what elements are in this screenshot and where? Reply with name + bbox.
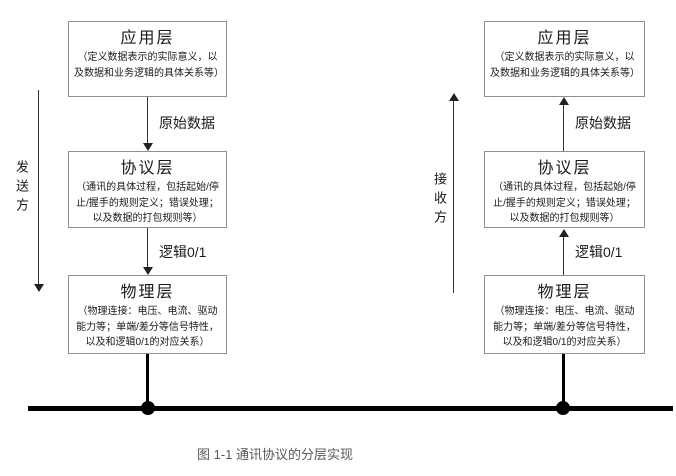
figure-caption: 图 1-1 通讯协议的分层实现 bbox=[196, 447, 353, 462]
layer-description: （定义数据表示的实际意义，以及数据和业务逻辑的具体关系等） bbox=[74, 52, 224, 79]
sender-role-label: 发送方 bbox=[14, 160, 29, 217]
arrow-down-icon bbox=[143, 267, 153, 275]
bus-line bbox=[28, 406, 673, 411]
layer-title: 应用层 bbox=[537, 30, 592, 47]
receiver-direction-arrow-line bbox=[453, 101, 454, 293]
receiver-rawdata-label: 原始数据 bbox=[575, 115, 631, 131]
receiver-application-layer-box: 应用层 （定义数据表示的实际意义，以及数据和业务逻辑的具体关系等） bbox=[484, 21, 645, 97]
sender-rawdata-label: 原始数据 bbox=[159, 115, 215, 131]
layer-title: 协议层 bbox=[537, 160, 592, 177]
sender-rawdata-arrow-line bbox=[147, 97, 148, 144]
receiver-rawdata-arrow-line bbox=[563, 105, 564, 151]
layer-description: （定义数据表示的实际意义，以及数据和业务逻辑的具体关系等） bbox=[490, 52, 640, 79]
receiver-protocol-layer-box: 协议层 （通讯的具体过程，包括起始/停止/握手的规则定义；错误处理；以及数据的打… bbox=[484, 151, 645, 228]
layer-description: （通讯的具体过程，包括起始/停止/握手的规则定义；错误处理；以及数据的打包规则等… bbox=[76, 182, 219, 225]
bus-junction-dot-left bbox=[141, 401, 155, 415]
receiver-bus-stub-line bbox=[562, 354, 565, 408]
layer-title: 应用层 bbox=[120, 30, 175, 47]
sender-bus-stub-line bbox=[146, 354, 149, 408]
receiver-logic01-arrow-line bbox=[563, 237, 564, 275]
layer-description: （物理连接：电压、电流、驱动能力等；单端/差分等信号特性，以及和逻辑0/1的对应… bbox=[493, 306, 636, 349]
receiver-logic01-label: 逻辑0/1 bbox=[575, 244, 623, 260]
arrow-up-icon bbox=[559, 97, 569, 105]
bus-junction-dot-right bbox=[556, 401, 570, 415]
receiver-role-label: 接收方 bbox=[432, 172, 447, 229]
sender-logic01-arrow-line bbox=[147, 228, 148, 268]
layer-description: （物理连接：电压、电流、驱动能力等；单端/差分等信号特性，以及和逻辑0/1的对应… bbox=[76, 306, 219, 349]
layer-title: 物理层 bbox=[120, 284, 175, 301]
sender-protocol-layer-box: 协议层 （通讯的具体过程，包括起始/停止/握手的规则定义；错误处理；以及数据的打… bbox=[68, 151, 227, 228]
arrow-up-icon bbox=[449, 93, 459, 101]
layer-description: （通讯的具体过程，包括起始/停止/握手的规则定义；错误处理；以及数据的打包规则等… bbox=[493, 182, 636, 225]
sender-application-layer-box: 应用层 （定义数据表示的实际意义，以及数据和业务逻辑的具体关系等） bbox=[68, 21, 227, 97]
sender-logic01-label: 逻辑0/1 bbox=[159, 244, 207, 260]
layer-title: 物理层 bbox=[537, 284, 592, 301]
sender-physical-layer-box: 物理层 （物理连接：电压、电流、驱动能力等；单端/差分等信号特性，以及和逻辑0/… bbox=[68, 275, 227, 354]
layer-title: 协议层 bbox=[120, 160, 175, 177]
arrow-up-icon bbox=[559, 229, 569, 237]
receiver-physical-layer-box: 物理层 （物理连接：电压、电流、驱动能力等；单端/差分等信号特性，以及和逻辑0/… bbox=[484, 275, 645, 354]
arrow-down-icon bbox=[34, 284, 44, 292]
sender-direction-arrow-line bbox=[38, 90, 39, 285]
arrow-down-icon bbox=[143, 143, 153, 151]
